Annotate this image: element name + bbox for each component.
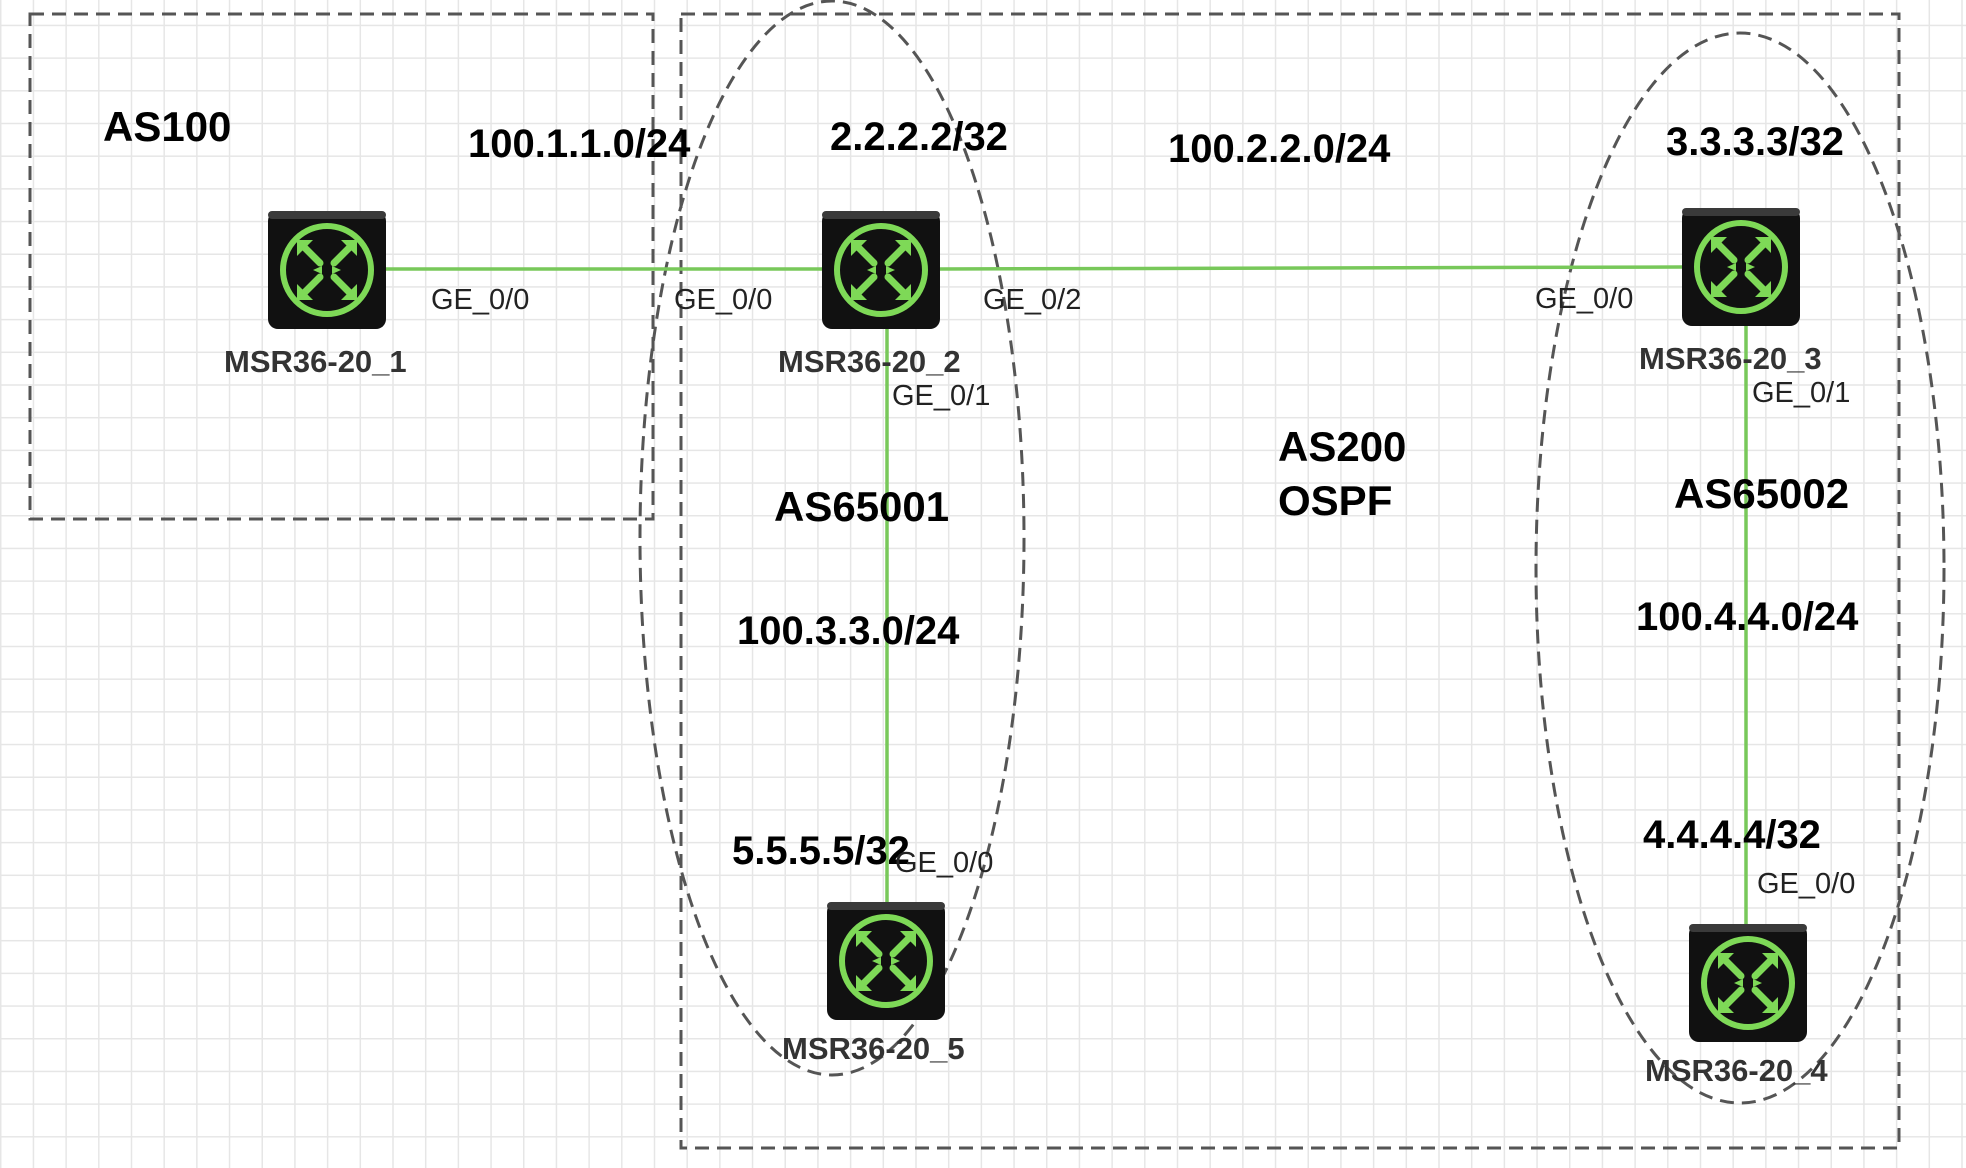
node-label-r5: MSR36-20_5 <box>782 1031 965 1066</box>
node-label-r2: MSR36-20_2 <box>778 344 961 379</box>
subnet-r2-r5: 100.3.3.0/24 <box>737 609 960 653</box>
subnet-r2-r3: 100.2.2.0/24 <box>1168 127 1391 171</box>
as200-zone <box>679 12 1901 1150</box>
router-icon <box>827 902 945 1020</box>
router-icon <box>268 211 386 329</box>
iface-r1-ge00: GE_0/0 <box>431 284 529 316</box>
iface-r2-ge00: GE_0/0 <box>674 284 772 316</box>
router-r4[interactable] <box>1689 924 1807 1042</box>
iface-r5-ge00: GE_0/0 <box>895 847 993 879</box>
subnet-r1-r2: 100.1.1.0/24 <box>468 122 691 166</box>
as200-label: AS200 <box>1278 423 1406 470</box>
as200-ospf-label: OSPF <box>1278 477 1392 524</box>
router-r3[interactable] <box>1682 208 1800 326</box>
r3-loopback: 3.3.3.3/32 <box>1666 120 1844 164</box>
iface-r3-ge00: GE_0/0 <box>1535 283 1633 315</box>
iface-r4-ge00: GE_0/0 <box>1757 868 1855 900</box>
as100-label: AS100 <box>103 103 231 150</box>
as65002-label: AS65002 <box>1674 470 1849 517</box>
node-label-r1: MSR36-20_1 <box>224 344 407 379</box>
as100-zone <box>28 12 655 521</box>
iface-r2-ge01: GE_0/1 <box>892 380 990 412</box>
node-label-r4: MSR36-20_4 <box>1645 1053 1828 1088</box>
iface-r3-ge01: GE_0/1 <box>1752 377 1850 409</box>
router-r2[interactable] <box>822 211 940 329</box>
as65001-label: AS65001 <box>774 483 949 530</box>
subnet-r3-r4: 100.4.4.0/24 <box>1636 595 1859 639</box>
iface-r2-ge02: GE_0/2 <box>983 284 1081 316</box>
link-r2-r3 <box>939 265 1683 271</box>
node-label-r3: MSR36-20_3 <box>1639 341 1822 376</box>
router-icon <box>1682 208 1800 326</box>
as65002-zone <box>1534 31 1946 1105</box>
router-icon <box>822 211 940 329</box>
router-icon <box>1689 924 1807 1042</box>
r2-loopback: 2.2.2.2/32 <box>830 115 1008 159</box>
router-r1[interactable] <box>268 211 386 329</box>
as65001-zone <box>638 0 1026 1077</box>
r5-loopback: 5.5.5.5/32 <box>732 829 910 873</box>
r4-loopback: 4.4.4.4/32 <box>1643 813 1821 857</box>
router-r5[interactable] <box>827 902 945 1020</box>
